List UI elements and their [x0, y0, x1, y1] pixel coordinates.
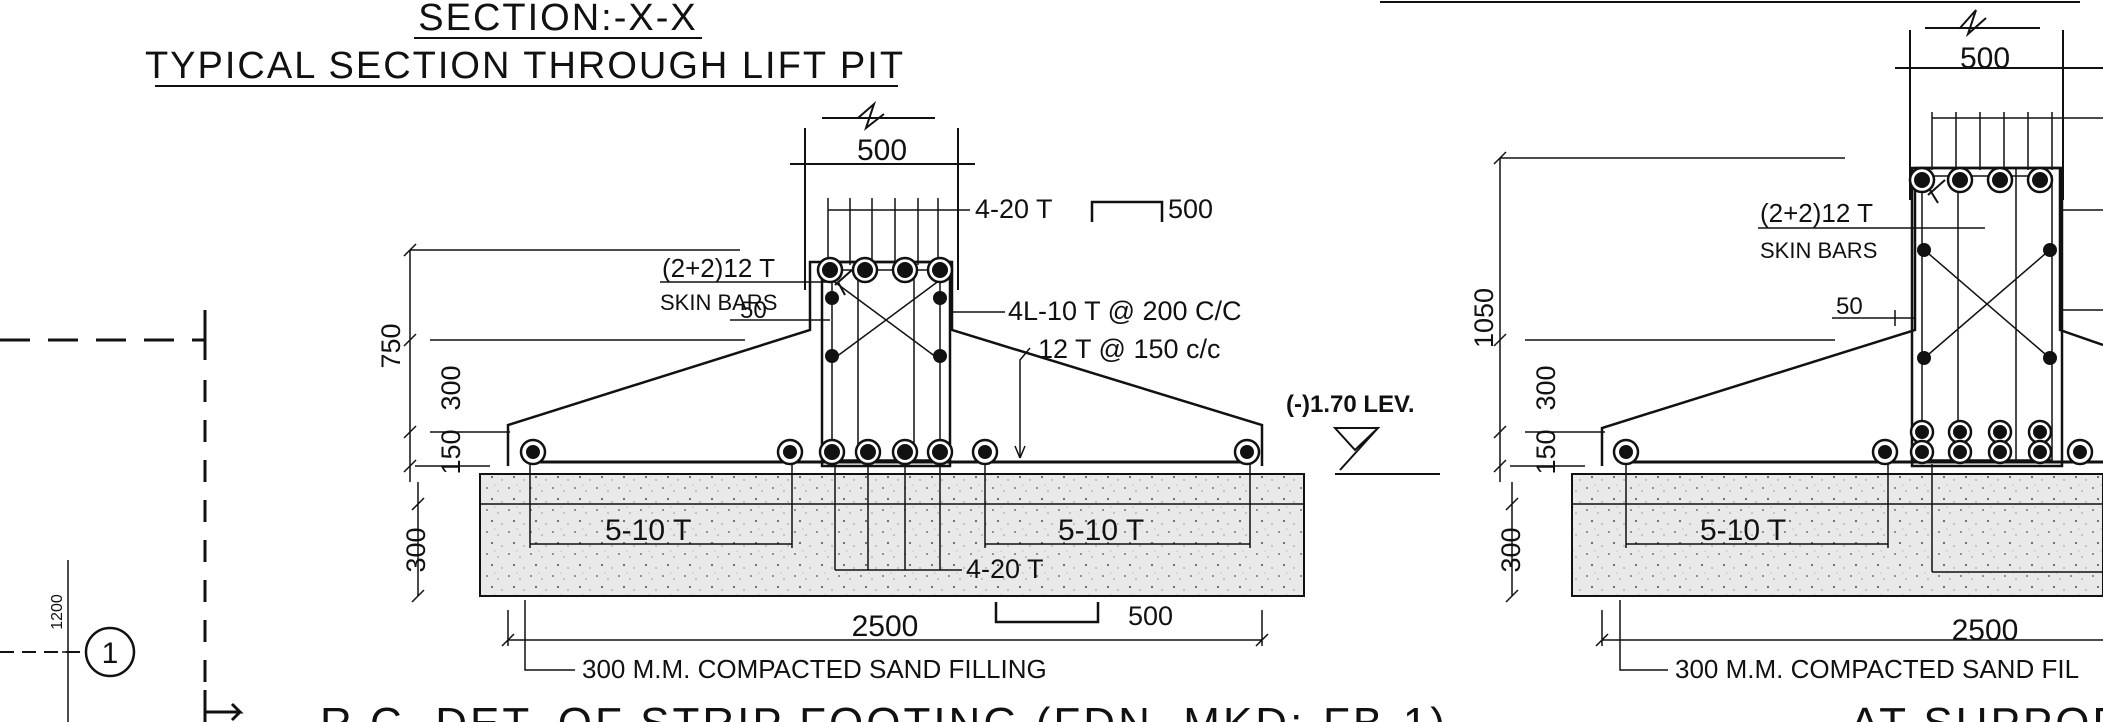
stirrups-label: 4L-10 T @ 200 C/C: [1008, 296, 1242, 326]
right-footer-title: AT SUPPOR: [1850, 699, 2103, 722]
level-tag: (-)1.70 LEV.: [1286, 391, 1415, 418]
bottom-bars: [519, 438, 1261, 466]
bottom-bars-label: 4-20 T: [966, 554, 1044, 584]
grid-bubble-label: 1: [102, 637, 119, 670]
grid-bubble: [84, 626, 136, 678]
right-skin-bars-label: SKIN BARS: [1760, 238, 1877, 263]
grid-line-area: 1 1200: [0, 310, 244, 722]
dim-height: 750: [376, 323, 406, 368]
dim-edge: 150: [436, 429, 466, 474]
filling-note: 300 M.M. COMPACTED SAND FILLING: [582, 654, 1047, 684]
right-column-bars: [1908, 166, 2057, 445]
left-detail: SECTION:-X-X TYPICAL SECTION THROUGH LIF…: [145, 0, 1448, 722]
grid-dim-label: 1200: [49, 594, 66, 630]
right-filling-note: 300 M.M. COMPACTED SAND FIL: [1675, 654, 2079, 684]
right-bottom-bars: [1612, 438, 2094, 466]
footer-title: R.C. DET. OF STRIP FOOTING (FDN. MKD:-FB…: [320, 699, 1448, 722]
column-bars: [816, 256, 954, 363]
skin-bars-label: SKIN BARS: [660, 290, 777, 315]
right-skin-bars-count: (2+2)12 T: [1760, 198, 1873, 228]
right-footing-width: 2500: [1952, 614, 2019, 647]
left-bars-label: 5-10 T: [605, 514, 691, 547]
right-detail: 500 (2+2)12 T SKIN BARS 50: [1380, 1, 2103, 722]
column-width-dim: 500: [857, 134, 907, 167]
top-bars-dim: 500: [1168, 194, 1213, 224]
right-column-width-dim: 500: [1960, 42, 2010, 75]
right-dim-edge: 150: [1531, 429, 1561, 474]
right-dim-pcc: 300: [1496, 527, 1526, 572]
right-bars-label: 5-10 T: [1058, 514, 1144, 547]
top-bars-label: 4-20 T: [975, 194, 1053, 224]
dim-slope: 300: [436, 365, 466, 410]
footing-width: 2500: [852, 610, 919, 643]
skin-bars-count: (2+2)12 T: [662, 253, 775, 283]
right-cover-dim: 50: [1836, 293, 1863, 320]
right-left-bars-label: 5-10 T: [1700, 514, 1786, 547]
distribution-label: 12 T @ 150 c/c: [1038, 334, 1221, 364]
right-dim-slope: 300: [1531, 365, 1561, 410]
bottom-bars-dim: 500: [1128, 601, 1173, 631]
section-title: SECTION:-X-X: [418, 0, 697, 39]
right-dim-height: 1050: [1469, 288, 1499, 348]
dim-pcc: 300: [401, 527, 431, 572]
section-subtitle: TYPICAL SECTION THROUGH LIFT PIT: [145, 45, 905, 87]
